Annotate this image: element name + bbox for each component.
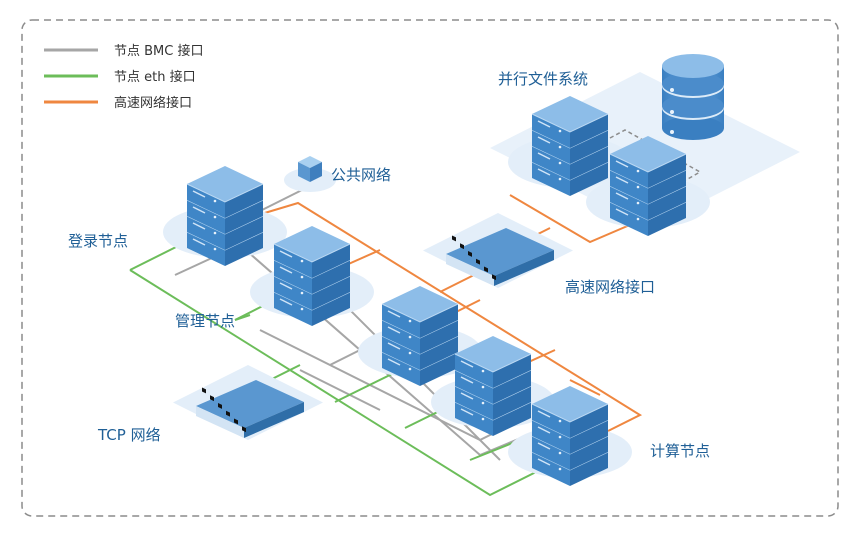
mgmt-node-label: 管理节点 bbox=[175, 312, 235, 330]
legend-bmc-label: 节点 BMC 接口 bbox=[114, 43, 203, 59]
login-node-server bbox=[163, 166, 287, 266]
parallel-fs-label: 并行文件系统 bbox=[498, 70, 588, 88]
public-network-label: 公共网络 bbox=[331, 166, 391, 184]
legend: 节点 BMC 接口 节点 eth 接口 高速网络接口 bbox=[44, 43, 203, 111]
compute-node-label: 计算节点 bbox=[650, 442, 710, 460]
database-icon bbox=[662, 54, 724, 140]
legend-highspeed-label: 高速网络接口 bbox=[114, 95, 192, 111]
public-network-icon bbox=[284, 156, 336, 192]
login-node-label: 登录节点 bbox=[68, 232, 128, 250]
legend-eth-label: 节点 eth 接口 bbox=[114, 69, 196, 85]
diagram-border bbox=[21, 19, 839, 517]
tcp-network-label: TCP 网络 bbox=[97, 426, 161, 444]
highspeed-switch bbox=[423, 213, 573, 288]
highspeed-interface-label: 高速网络接口 bbox=[565, 278, 655, 296]
